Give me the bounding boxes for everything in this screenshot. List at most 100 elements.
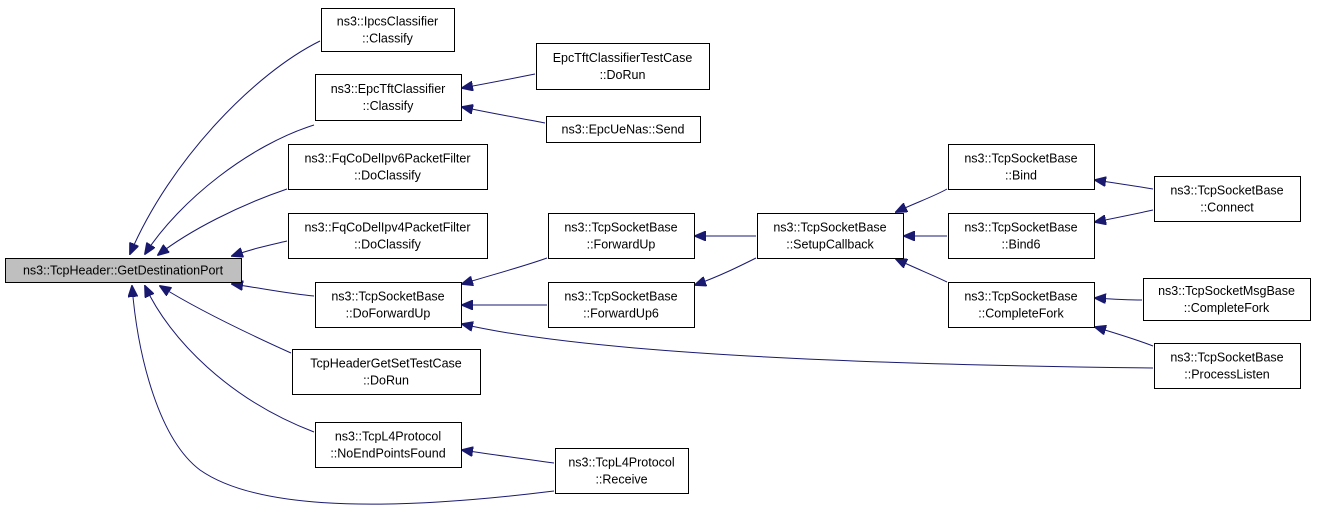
node-box	[546, 116, 701, 143]
node-fqcodelipv6packetfilter-doclassify[interactable]: ns3::FqCoDelIpv6PacketFilter::DoClassify	[288, 144, 488, 190]
edge-tcpsocketbase-setupcallback-to-tcpsocketbase-forwardup6	[695, 257, 757, 285]
node-box	[548, 282, 695, 328]
node-label-line: ns3::TcpSocketBase	[564, 221, 677, 235]
node-label-line: ::DoClassify	[354, 238, 421, 252]
edge-epcuenas-send-to-epctftclassifier-classify	[462, 107, 546, 124]
node-box	[292, 349, 481, 395]
node-label-line: ns3::FqCoDelIpv6PacketFilter	[304, 152, 470, 166]
node-tcpsocketbase-forwardup[interactable]: ns3::TcpSocketBase::ForwardUp	[548, 213, 695, 259]
node-label-line: ::Bind6	[1002, 238, 1041, 252]
edge-tcpsocketbase-processlisten-to-tcpsocketbase-doforwardup	[462, 324, 1154, 369]
node-label-line: ::Classify	[362, 32, 413, 46]
node-label-line: ns3::EpcUeNas::Send	[562, 123, 685, 137]
node-box	[288, 144, 488, 190]
edge-fqcodelipv4packetfilter-doclassify-to-getdestinationport	[232, 240, 288, 256]
node-label-line: ::DoClassify	[354, 169, 421, 183]
node-label-line: ns3::IpcsClassifier	[337, 15, 438, 29]
node-box	[1143, 278, 1311, 321]
node-tcpl4protocol-noendpointsfound[interactable]: ns3::TcpL4Protocol::NoEndPointsFound	[315, 422, 462, 468]
node-epcuenas-send[interactable]: ns3::EpcUeNas::Send	[546, 116, 701, 143]
node-fqcodelipv4packetfilter-doclassify[interactable]: ns3::FqCoDelIpv4PacketFilter::DoClassify	[288, 213, 488, 259]
node-label-line: ns3::TcpSocketBase	[773, 221, 886, 235]
edge-tcpsocketbase-doforwardup-to-getdestinationport	[232, 284, 315, 297]
node-getdestinationport[interactable]: ns3::TcpHeader::GetDestinationPort	[5, 258, 242, 283]
node-label-line: ns3::TcpSocketBase	[1170, 351, 1283, 365]
node-epctftclassifiertestcase-dorun[interactable]: EpcTftClassifierTestCase::DoRun	[536, 43, 710, 90]
node-box	[555, 448, 689, 494]
node-tcpsocketbase-processlisten[interactable]: ns3::TcpSocketBase::ProcessListen	[1154, 343, 1301, 389]
node-box	[757, 213, 904, 259]
node-label-line: ns3::TcpSocketBase	[964, 221, 1077, 235]
node-label-line: ::Bind	[1005, 169, 1037, 183]
node-epctftclassifier-classify[interactable]: ns3::EpcTftClassifier::Classify	[315, 74, 462, 121]
node-label-line: ns3::TcpSocketBase	[1170, 184, 1283, 198]
node-box	[315, 422, 462, 468]
node-label-line: ::ForwardUp6	[583, 307, 659, 321]
node-box	[536, 43, 710, 90]
node-tcpsocketbase-setupcallback[interactable]: ns3::TcpSocketBase::SetupCallback	[757, 213, 904, 259]
edge-tcpsocketbase-processlisten-to-tcpsocketbase-completefork	[1095, 327, 1154, 347]
edge-tcpheadergetsettestcase-dorun-to-getdestinationport	[160, 286, 292, 354]
node-box	[1154, 176, 1301, 222]
node-tcpsocketmsgbase-completefork[interactable]: ns3::TcpSocketMsgBase::CompleteFork	[1143, 278, 1311, 321]
node-label-line: ::DoRun	[363, 374, 409, 388]
edges-layer	[130, 40, 1154, 505]
node-label-line: ::ProcessListen	[1184, 368, 1270, 382]
edge-tcpsocketbase-completefork-to-tcpsocketbase-setupcallback	[896, 259, 948, 283]
node-label-line: TcpHeaderGetSetTestCase	[310, 357, 462, 371]
node-label-line: ::Receive	[595, 473, 647, 487]
edge-tcpsocketbase-connect-to-tcpsocketbase-bind6	[1095, 209, 1154, 222]
node-tcpheadergetsettestcase-dorun[interactable]: TcpHeaderGetSetTestCase::DoRun	[292, 349, 481, 395]
node-label-line: ns3::TcpL4Protocol	[568, 456, 674, 470]
node-box	[288, 213, 488, 259]
node-ipcsclassifier-classify[interactable]: ns3::IpcsClassifier::Classify	[321, 8, 455, 52]
node-label-line: ns3::TcpHeader::GetDestinationPort	[23, 264, 224, 278]
node-box	[548, 213, 695, 259]
edge-tcpsocketbase-bind-to-tcpsocketbase-setupcallback	[896, 188, 948, 212]
node-label-line: ::DoRun	[600, 68, 646, 82]
node-label-line: ::SetupCallback	[786, 238, 874, 252]
node-box	[948, 144, 1095, 190]
node-label-line: ::DoForwardUp	[346, 307, 431, 321]
node-tcpsocketbase-forwardup6[interactable]: ns3::TcpSocketBase::ForwardUp6	[548, 282, 695, 328]
node-label-line: ns3::TcpSocketMsgBase	[1158, 284, 1295, 298]
node-label-line: ns3::TcpSocketBase	[564, 290, 677, 304]
node-label-line: ::ForwardUp	[587, 238, 656, 252]
node-label-line: ::CompleteFork	[1184, 301, 1270, 315]
node-box	[321, 8, 455, 52]
node-label-line: ns3::TcpSocketBase	[964, 152, 1077, 166]
edge-epctftclassifiertestcase-dorun-to-epctftclassifier-classify	[462, 73, 536, 88]
node-label-line: ::Classify	[363, 99, 414, 113]
node-tcpsocketbase-bind[interactable]: ns3::TcpSocketBase::Bind	[948, 144, 1095, 190]
node-label-line: ::NoEndPointsFound	[330, 447, 445, 461]
node-tcpl4protocol-receive[interactable]: ns3::TcpL4Protocol::Receive	[555, 448, 689, 494]
node-box	[948, 213, 1095, 259]
node-tcpsocketbase-connect[interactable]: ns3::TcpSocketBase::Connect	[1154, 176, 1301, 222]
node-box	[1154, 343, 1301, 389]
edge-fqcodelipv6packetfilter-doclassify-to-getdestinationport	[158, 188, 288, 255]
node-label-line: ns3::TcpSocketBase	[964, 290, 1077, 304]
node-tcpsocketbase-completefork[interactable]: ns3::TcpSocketBase::CompleteFork	[948, 282, 1095, 328]
node-label-line: ns3::EpcTftClassifier	[331, 82, 446, 96]
edge-tcpsocketbase-forwardup-to-tcpsocketbase-doforwardup	[462, 257, 548, 284]
node-label-line: ::CompleteFork	[978, 307, 1064, 321]
edge-tcpl4protocol-receive-to-tcpl4protocol-noendpointsfound	[462, 450, 555, 464]
node-label-line: ns3::TcpSocketBase	[331, 290, 444, 304]
node-tcpsocketbase-bind6[interactable]: ns3::TcpSocketBase::Bind6	[948, 213, 1095, 259]
edge-ipcsclassifier-classify-to-getdestinationport	[130, 40, 321, 254]
node-label-line: ns3::FqCoDelIpv4PacketFilter	[304, 221, 470, 235]
edge-tcpsocketbase-connect-to-tcpsocketbase-bind	[1095, 180, 1154, 190]
node-box	[5, 258, 242, 283]
node-box	[315, 74, 462, 121]
edge-tcpl4protocol-receive-to-getdestinationport	[132, 286, 555, 505]
node-label-line: ns3::TcpL4Protocol	[335, 430, 441, 444]
edge-tcpsocketmsgbase-completefork-to-tcpsocketbase-completefork	[1095, 298, 1143, 300]
node-label-line: EpcTftClassifierTestCase	[553, 51, 693, 65]
edge-epctftclassifier-classify-to-getdestinationport	[145, 124, 315, 254]
edge-tcpl4protocol-noendpointsfound-to-getdestinationport	[145, 286, 315, 433]
node-box	[948, 282, 1095, 328]
node-box	[315, 282, 462, 328]
nodes-layer: ns3::TcpHeader::GetDestinationPort ns3::I…	[5, 8, 1311, 494]
node-tcpsocketbase-doforwardup[interactable]: ns3::TcpSocketBase::DoForwardUp	[315, 282, 462, 328]
